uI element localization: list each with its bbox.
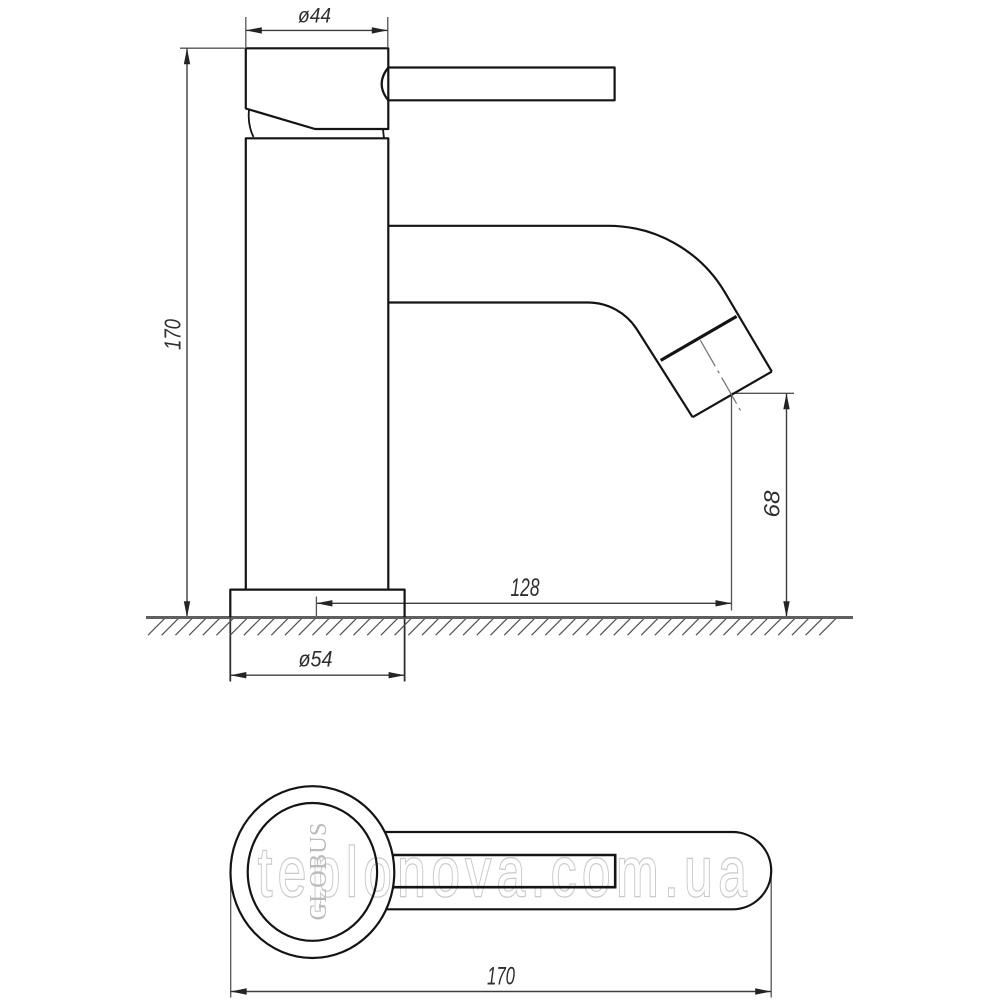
svg-text:GLOBUS: GLOBUS: [306, 823, 332, 921]
svg-text:ø54: ø54: [299, 647, 333, 672]
svg-text:128: 128: [511, 574, 540, 602]
svg-text:teplonova.com.ua: teplonova.com.ua: [258, 833, 753, 911]
svg-text:68: 68: [760, 490, 785, 518]
svg-text:ø44: ø44: [298, 5, 331, 28]
svg-text:170: 170: [160, 319, 186, 350]
svg-text:170: 170: [487, 963, 515, 991]
